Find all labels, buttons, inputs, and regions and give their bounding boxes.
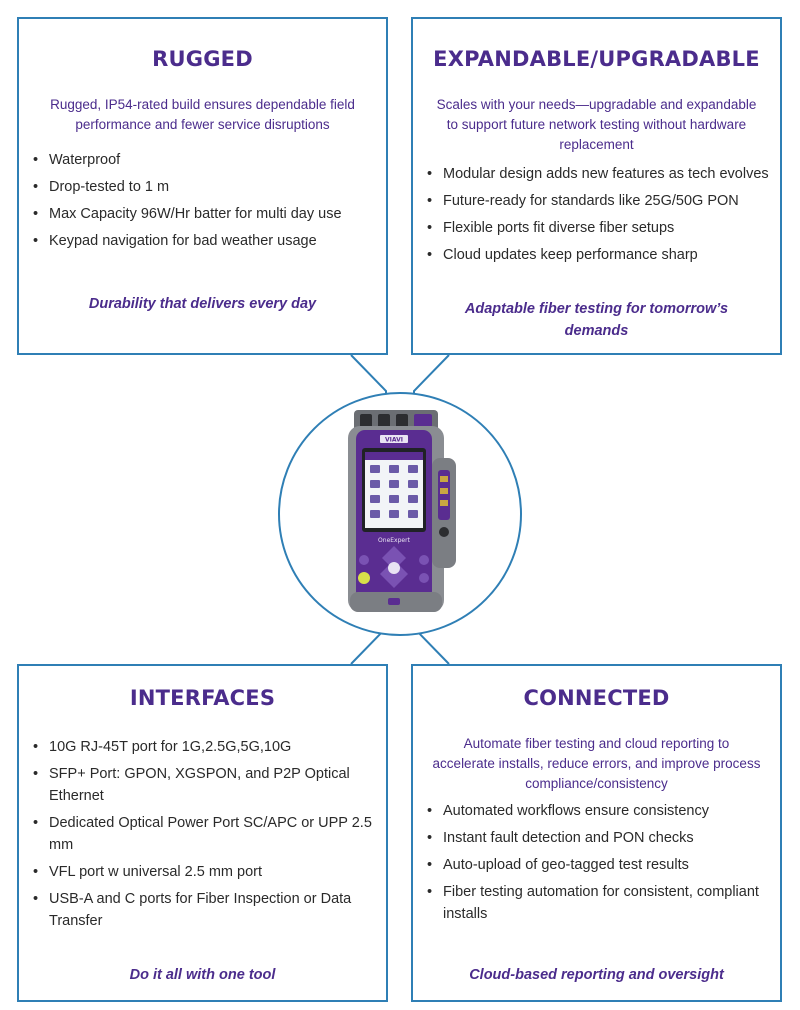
expandable-feature-list: Modular design adds new features as tech…: [427, 163, 770, 271]
interfaces-feature-list: 10G RJ-45T port for 1G,2.5G,5G,10G SFP+ …: [33, 736, 376, 937]
device-model-label: OneExpert: [378, 537, 411, 544]
list-item: Future-ready for standards like 25G/50G …: [427, 190, 770, 212]
rugged-feature-list: Waterproof Drop-tested to 1 m Max Capaci…: [33, 149, 376, 257]
connected-feature-list: Automated workflows ensure consistency I…: [427, 800, 770, 930]
expandable-title: EXPANDABLE/UPGRADABLE: [433, 47, 760, 71]
list-item: Keypad navigation for bad weather usage: [33, 230, 376, 252]
list-item: VFL port w universal 2.5 mm port: [33, 861, 376, 883]
interfaces-panel: INTERFACES 10G RJ-45T port for 1G,2.5G,5…: [17, 664, 388, 1002]
list-item: Cloud updates keep performance sharp: [427, 244, 770, 266]
connected-subtitle: Automate fiber testing and cloud reporti…: [432, 736, 761, 791]
list-item: Drop-tested to 1 m: [33, 176, 376, 198]
list-item: SFP+ Port: GPON, XGSPON, and P2P Optical…: [33, 763, 376, 807]
list-item: Dedicated Optical Power Port SC/APC or U…: [33, 812, 376, 856]
rugged-panel: RUGGED Rugged, IP54-rated build ensures …: [17, 17, 388, 355]
list-item: Auto-upload of geo-tagged test results: [427, 854, 770, 876]
device-brand-label: VIAVI: [385, 437, 403, 444]
expandable-tagline: Adaptable fiber testing for tomorrow’s d…: [464, 301, 729, 339]
list-item: Waterproof: [33, 149, 376, 171]
connected-panel: CONNECTED Automate fiber testing and clo…: [411, 664, 782, 1002]
connected-title: CONNECTED: [523, 686, 670, 710]
list-item: 10G RJ-45T port for 1G,2.5G,5G,10G: [33, 736, 376, 758]
interfaces-title: INTERFACES: [129, 686, 276, 710]
expandable-subtitle: Scales with your needs—upgradable and ex…: [436, 97, 757, 152]
expandable-panel: EXPANDABLE/UPGRADABLE Scales with your n…: [411, 17, 782, 355]
rugged-title: RUGGED: [152, 47, 253, 71]
interfaces-tagline: Do it all with one tool: [129, 967, 276, 983]
handheld-tester-image: VIAVI OneExpert: [348, 410, 456, 612]
list-item: Automated workflows ensure consistency: [427, 800, 770, 822]
list-item: Instant fault detection and PON checks: [427, 827, 770, 849]
list-item: USB-A and C ports for Fiber Inspection o…: [33, 888, 376, 932]
list-item: Max Capacity 96W/Hr batter for multi day…: [33, 203, 376, 225]
list-item: Flexible ports fit diverse fiber setups: [427, 217, 770, 239]
list-item: Modular design adds new features as tech…: [427, 163, 770, 185]
connected-tagline: Cloud-based reporting and oversight: [469, 967, 724, 983]
rugged-subtitle: Rugged, IP54-rated build ensures dependa…: [50, 97, 355, 132]
rugged-tagline: Durability that delivers every day: [88, 296, 317, 312]
list-item: Fiber testing automation for consistent,…: [427, 881, 770, 925]
